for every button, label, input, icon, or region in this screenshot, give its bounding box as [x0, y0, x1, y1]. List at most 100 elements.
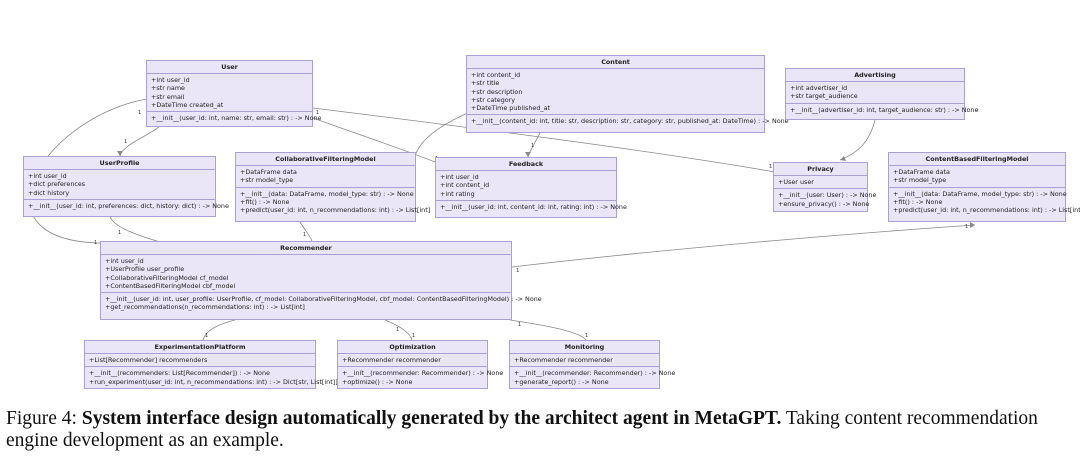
method: +__init__(data: DataFrame, model_type: s… [893, 189, 1067, 198]
class-name: Monitoring [510, 341, 659, 355]
edge-recommender-optimization [384, 319, 413, 341]
multiplicity-label: 1 [412, 333, 416, 339]
edge-userprofile-recommender [109, 216, 161, 243]
method: +predict(user_id: int, n_recommendations… [893, 206, 1080, 215]
class-attributes: +int user_id +int content_id +int rating [436, 171, 616, 201]
attribute: +int content_id [471, 71, 521, 80]
attribute: +dict history [28, 188, 70, 197]
caption-prefix: Figure 4: [6, 408, 82, 429]
class-methods: +__init__(user_id: int, content_id: int,… [436, 201, 627, 213]
multiplicity-label: 1 [518, 322, 522, 328]
method: +__init__(data: DataFrame, model_type: s… [240, 189, 414, 198]
class-methods: +__init__(recommenders: List[Recommender… [85, 367, 338, 387]
method: +__init__(user: User) : -> None [778, 191, 877, 200]
class-name: CollaborativeFilteringModel [236, 153, 415, 167]
attribute: +User user [778, 178, 814, 187]
caption-rest: Taking content recommendation engine dev… [6, 408, 1038, 451]
class-methods: +__init__(advertiser_id: int, target_aud… [786, 104, 979, 116]
class-collaborativefilteringmodel: CollaborativeFilteringModel +DataFrame d… [235, 152, 431, 222]
class-attributes: +DataFrame data +str model_type [889, 166, 1065, 188]
arrowhead [970, 222, 975, 228]
class-name: Content [467, 56, 764, 70]
method: +__init__(user_id: int, preferences: dic… [28, 201, 229, 210]
class-contentbasedfilteringmodel: ContentBasedFilteringModel +DataFrame da… [888, 152, 1080, 222]
figure-caption: Figure 4: System interface design automa… [6, 408, 1076, 452]
multiplicity-label: 1 [396, 327, 400, 333]
edge-recommender-monitoring [509, 319, 587, 341]
attribute: +DataFrame data [893, 168, 950, 177]
caption-bold: System interface design automatically ge… [81, 408, 782, 429]
uml-diagram [29, 98, 976, 341]
multiplicity-label: 1 [769, 164, 773, 170]
method: +ensure_privacy() : -> None [778, 199, 870, 208]
class-methods: +__init__(content_id: int, title: str, d… [467, 115, 789, 127]
attribute: +DataFrame data [240, 168, 297, 177]
class-methods: +__init__(user_id: int, name: str, email… [147, 112, 322, 124]
multiplicity-label: 1 [531, 143, 535, 149]
attribute: +str model_type [240, 176, 294, 185]
class-attributes: +Recommender recommender [338, 354, 487, 368]
class-attributes: +DataFrame data +str model_type [236, 166, 415, 188]
attribute: +ContentBasedFilteringModel cbf_model [105, 281, 236, 290]
method: +__init__(recommenders: List[Recommender… [89, 369, 270, 378]
edge-cbf-recommender [511, 224, 976, 268]
class-attributes: +User user [774, 176, 867, 190]
class-attributes: +int user_id +str name +str email +DateT… [147, 74, 312, 113]
method: +predict(user_id: int, n_recommendations… [240, 206, 431, 215]
attribute: +DateTime created_at [151, 100, 224, 109]
attribute: +str model_type [893, 176, 947, 185]
arrowhead [117, 151, 123, 156]
attribute: +str name [151, 84, 185, 93]
method: +__init__(recommender: Recommender) : ->… [342, 369, 504, 378]
class-feedback: Feedback +int user_id +int content_id +i… [435, 157, 627, 218]
attribute: +Recommender recommender [514, 356, 613, 365]
arrowhead [840, 156, 846, 161]
method: +__init__(user_id: int, name: str, email… [151, 114, 322, 123]
attribute: +str title [471, 79, 500, 88]
class-name: Privacy [774, 163, 867, 177]
attribute: +str description [471, 87, 523, 96]
attribute: +int user_id [28, 172, 67, 181]
class-attributes: +int user_id +dict preferences +dict his… [24, 170, 215, 200]
class-recommender: Recommender +int user_id +UserProfile us… [100, 241, 542, 320]
attribute: +int content_id [440, 181, 490, 190]
class-privacy: Privacy +User user +__init__(user: User)… [773, 162, 877, 212]
class-methods: +__init__(user_id: int, preferences: dic… [24, 200, 229, 212]
class-methods: +__init__(recommender: Recommender) : ->… [510, 367, 675, 387]
attribute: +int user_id [105, 257, 144, 266]
arrowhead [525, 152, 531, 157]
multiplicity-label: 1 [585, 333, 589, 339]
class-methods: +__init__(data: DataFrame, model_type: s… [236, 188, 431, 217]
multiplicity-label: 1 [94, 240, 98, 246]
method: +__init__(content_id: int, title: str, d… [471, 117, 789, 126]
class-attributes: +Recommender recommender [510, 354, 659, 368]
attribute: +int advertiser_id [790, 84, 848, 93]
class-name: ContentBasedFilteringModel [889, 153, 1065, 167]
multiplicity-label: 1 [205, 333, 209, 339]
method: +generate_report() : -> None [514, 377, 609, 386]
attribute: +int rating [440, 189, 475, 198]
method: +get_recommendations(n_recommendations: … [105, 303, 305, 312]
multiplicity-label: 1 [124, 139, 128, 145]
method: +optimize() : -> None [342, 377, 413, 386]
class-attributes: +int content_id +str title +str descript… [467, 69, 764, 116]
class-experimentationplatform: ExperimentationPlatform +List[Recommende… [84, 340, 338, 389]
class-attributes: +int user_id +UserProfile user_profile +… [101, 255, 511, 294]
multiplicity-label: 1 [516, 268, 520, 274]
method: +fit() : -> None [893, 197, 943, 206]
edge-advertising-privacy [839, 119, 876, 161]
attribute: +dict preferences [28, 180, 86, 189]
attribute: +str target_audience [790, 92, 858, 101]
multiplicity-label: 1 [118, 230, 122, 236]
class-name: ExperimentationPlatform [85, 341, 315, 355]
class-attributes: +List[Recommender] recommenders [85, 354, 315, 368]
multiplicity-label: 1 [138, 110, 142, 116]
class-content: Content +int content_id +str title +str … [466, 55, 789, 133]
class-userprofile: UserProfile +int user_id +dict preferenc… [23, 156, 229, 217]
attribute: +CollaborativeFilteringModel cf_model [105, 273, 229, 282]
method: +__init__(user_id: int, content_id: int,… [440, 202, 627, 211]
method: +__init__(advertiser_id: int, target_aud… [790, 105, 979, 114]
multiplicity-label: 1 [303, 232, 307, 238]
class-methods: +__init__(user_id: int, user_profile: Us… [101, 293, 542, 313]
attribute: +Recommender recommender [342, 356, 441, 365]
